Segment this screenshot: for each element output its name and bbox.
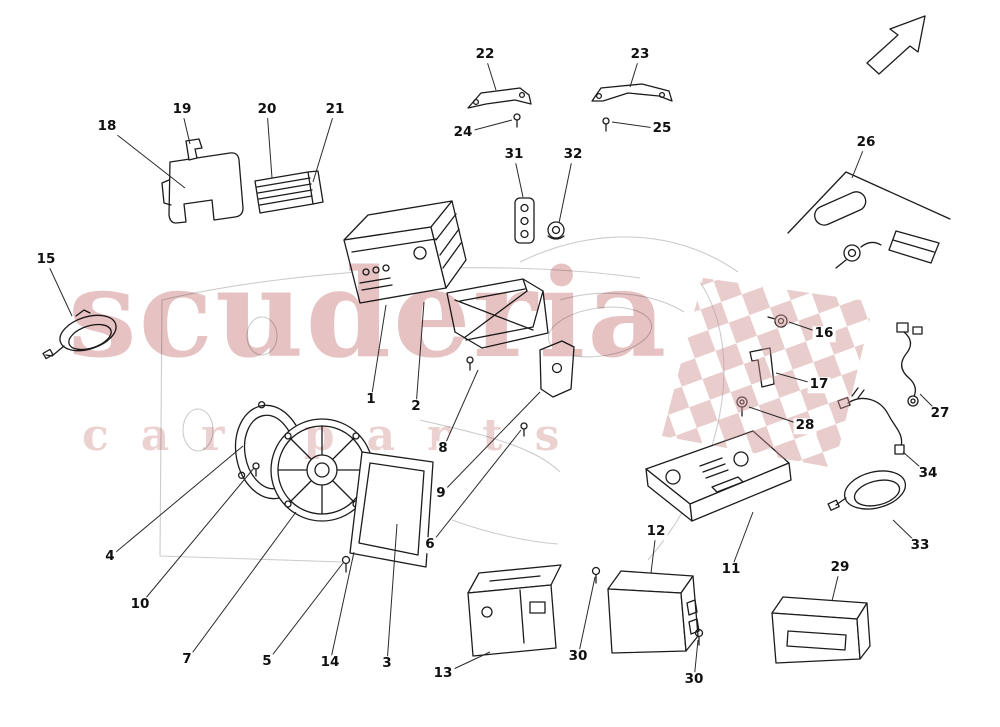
part-callout-20: 20	[255, 101, 279, 118]
part-callout-15: 15	[34, 251, 58, 268]
part-callout-11: 11	[719, 561, 743, 578]
part-10-screw	[252, 462, 260, 477]
part-callout-13: 13	[431, 665, 455, 682]
part-31-plate	[514, 197, 535, 244]
part-25-screw	[602, 117, 610, 132]
part-callout-22: 22	[473, 46, 497, 63]
part-callout-12: 12	[644, 523, 668, 540]
part-callout-7: 7	[180, 651, 194, 668]
part-32-grommet	[547, 221, 565, 240]
part-callout-5: 5	[260, 653, 274, 670]
part-callout-32: 32	[561, 146, 585, 163]
part-callout-2: 2	[409, 398, 423, 415]
part-20-module	[254, 170, 324, 214]
part-callout-24: 24	[451, 124, 475, 141]
part-26-antenna-kit	[787, 171, 951, 269]
part-callout-10: 10	[128, 596, 152, 613]
part-30-screw-b	[694, 628, 704, 646]
part-callout-31: 31	[502, 146, 526, 163]
part-12-control-module	[607, 570, 700, 654]
part-27-harness	[896, 322, 923, 407]
part-3-trim-frame	[349, 451, 434, 568]
part-13-cd-changer	[467, 564, 562, 657]
part-callout-30: 30	[682, 671, 706, 688]
part-6-screws	[466, 356, 528, 437]
dashboard-outline	[159, 236, 739, 563]
part-1-radio-unit	[343, 200, 467, 304]
part-30-screw-a	[591, 566, 601, 584]
part-5-screw	[341, 555, 351, 573]
part-callout-30: 30	[566, 648, 590, 665]
part-callout-18: 18	[95, 118, 119, 135]
part-callout-3: 3	[380, 655, 394, 672]
part-callout-14: 14	[318, 654, 342, 671]
direction-arrow-icon	[866, 15, 926, 75]
part-9-bracket	[539, 340, 575, 398]
part-callout-26: 26	[854, 134, 878, 151]
part-15-antenna-cable	[42, 309, 117, 360]
part-callout-8: 8	[436, 440, 450, 457]
part-19-clip	[185, 138, 203, 161]
part-8-mounting-cage	[446, 278, 549, 349]
part-callout-23: 23	[628, 46, 652, 63]
part-callout-1: 1	[364, 391, 378, 408]
part-callout-4: 4	[103, 548, 117, 565]
part-18-bracket	[161, 152, 244, 224]
part-callout-16: 16	[812, 325, 836, 342]
part-callout-17: 17	[807, 376, 831, 393]
part-29-module	[771, 596, 871, 664]
checkered-flag-watermark	[662, 278, 874, 468]
part-callout-21: 21	[323, 101, 347, 118]
part-callout-34: 34	[916, 465, 940, 482]
part-callout-28: 28	[793, 417, 817, 434]
part-callout-19: 19	[170, 101, 194, 118]
part-23-bracket	[591, 83, 673, 102]
part-callout-33: 33	[908, 537, 932, 554]
part-callout-27: 27	[928, 405, 952, 422]
part-callout-29: 29	[828, 559, 852, 576]
part-callout-25: 25	[650, 120, 674, 137]
part-33-cable-coil	[827, 470, 907, 511]
part-22-bracket	[467, 87, 532, 109]
part-callout-9: 9	[434, 485, 448, 502]
part-callout-6: 6	[423, 536, 437, 553]
part-24-screw	[513, 113, 521, 128]
